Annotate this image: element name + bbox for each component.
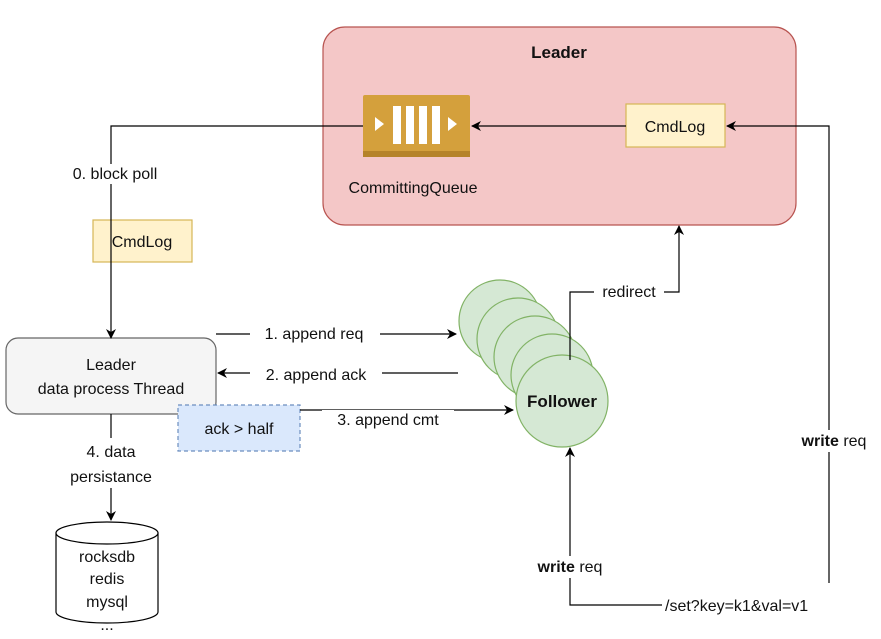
database-cylinder: [55, 521, 159, 624]
ack-half-box: [177, 404, 301, 452]
write-req-bottom-label: write req: [537, 559, 603, 576]
database-item-more: ...: [100, 617, 113, 634]
persistance-label-line1: 4. data: [87, 444, 136, 461]
follower-label: Follower: [527, 392, 597, 411]
append-req-label: 1. append req: [265, 326, 364, 343]
append-cmt-label: 3. append cmt: [337, 412, 439, 429]
ack-half-label: ack > half: [205, 421, 274, 438]
edge-block-poll: [106, 125, 363, 339]
leader-data-thread-line2: data process Thread: [38, 381, 184, 398]
leader-data-thread-box: [5, 337, 217, 415]
persistance-label-line2: persistance: [70, 469, 152, 486]
block-poll-label: 0. block poll: [73, 166, 158, 183]
request-url-label: /set?key=k1&val=v1: [665, 598, 808, 615]
cmdlog-leader-label: CmdLog: [645, 119, 705, 136]
database-item-mysql: mysql: [86, 594, 128, 611]
write-req-right-label: write req: [801, 433, 867, 450]
database-item-redis: redis: [90, 571, 125, 588]
leader-data-thread-line1: Leader: [86, 357, 136, 374]
leader-title: Leader: [531, 43, 587, 62]
cmdlog-poll-box: [92, 219, 193, 263]
database-item-rocksdb: rocksdb: [79, 549, 135, 566]
cmdlog-leader-box: [625, 103, 726, 148]
cmdlog-poll-label: CmdLog: [112, 234, 172, 251]
edge-write-req-bottom: [565, 447, 662, 606]
message-queue-icon: [363, 95, 470, 157]
committing-queue-label: CommittingQueue: [349, 180, 478, 197]
redirect-label: redirect: [602, 284, 656, 301]
append-ack-label: 2. append ack: [266, 367, 368, 384]
follower-stack: [458, 279, 609, 448]
